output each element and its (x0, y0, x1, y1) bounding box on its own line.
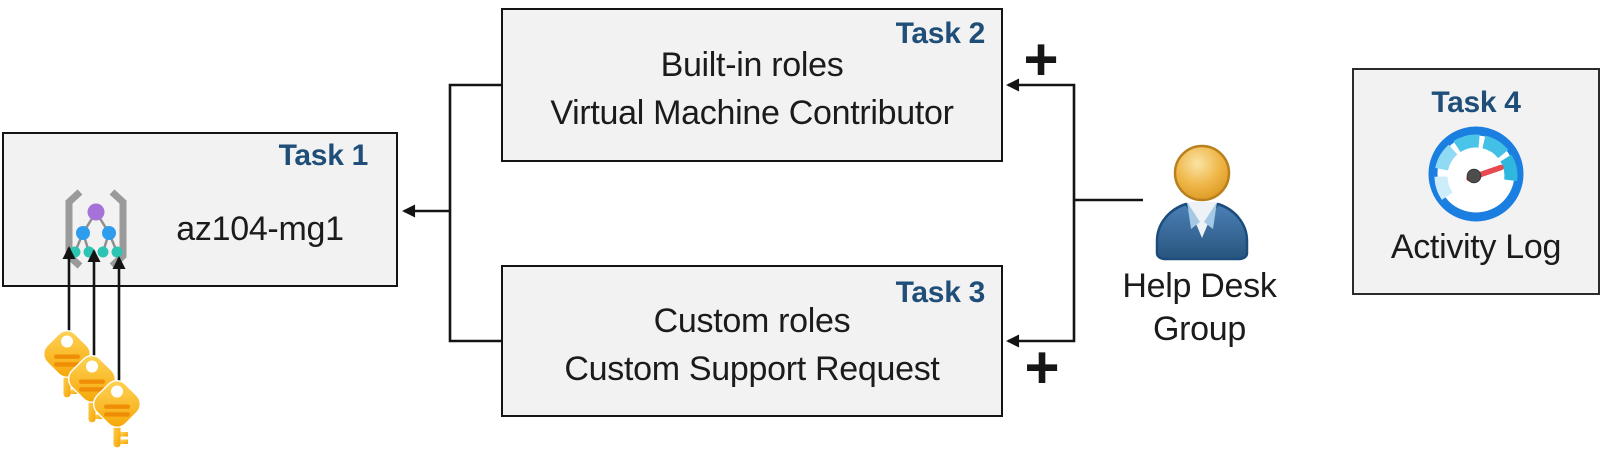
task2-text: Built-in roles Virtual Machine Contribut… (503, 10, 1001, 160)
task3-line1: Custom roles (653, 301, 851, 340)
task2-line2: Virtual Machine Contributor (550, 94, 954, 132)
task2-line1: Built-in roles (660, 45, 844, 84)
help-desk-line1: Help Desk (1122, 267, 1277, 305)
task3-line2: Custom Support Request (564, 350, 940, 388)
plus-sign-top: + (1023, 25, 1059, 93)
left-bracket-connector (448, 83, 501, 343)
plus-sign-bottom: + (1024, 333, 1060, 401)
gauge-icon (1428, 126, 1524, 222)
task4-box: Task 4 Activity Log (1352, 68, 1600, 295)
arrow-to-task2 (1006, 78, 1076, 200)
arrow-to-task3 (1006, 200, 1076, 348)
task3-box: Task 3 Custom roles Custom Support Reque… (501, 265, 1003, 417)
task1-label: Task 1 (278, 139, 369, 172)
management-group-name: az104-mg1 (176, 209, 344, 248)
task2-box: Task 2 Built-in roles Virtual Machine Co… (501, 8, 1003, 162)
keys-icon (38, 325, 146, 449)
task3-label: Task 3 (895, 276, 986, 309)
person-icon (1155, 144, 1248, 261)
task2-label: Task 2 (895, 17, 986, 50)
activity-log-name: Activity Log (1390, 228, 1562, 266)
task3-text: Custom roles Custom Support Request (503, 267, 1001, 415)
help-desk-group: Help Desk Group (1122, 143, 1277, 350)
task4-label: Task 4 (1431, 86, 1521, 119)
help-desk-line2: Group (1152, 309, 1246, 348)
help-desk-text: Help Desk Group (1122, 265, 1276, 350)
